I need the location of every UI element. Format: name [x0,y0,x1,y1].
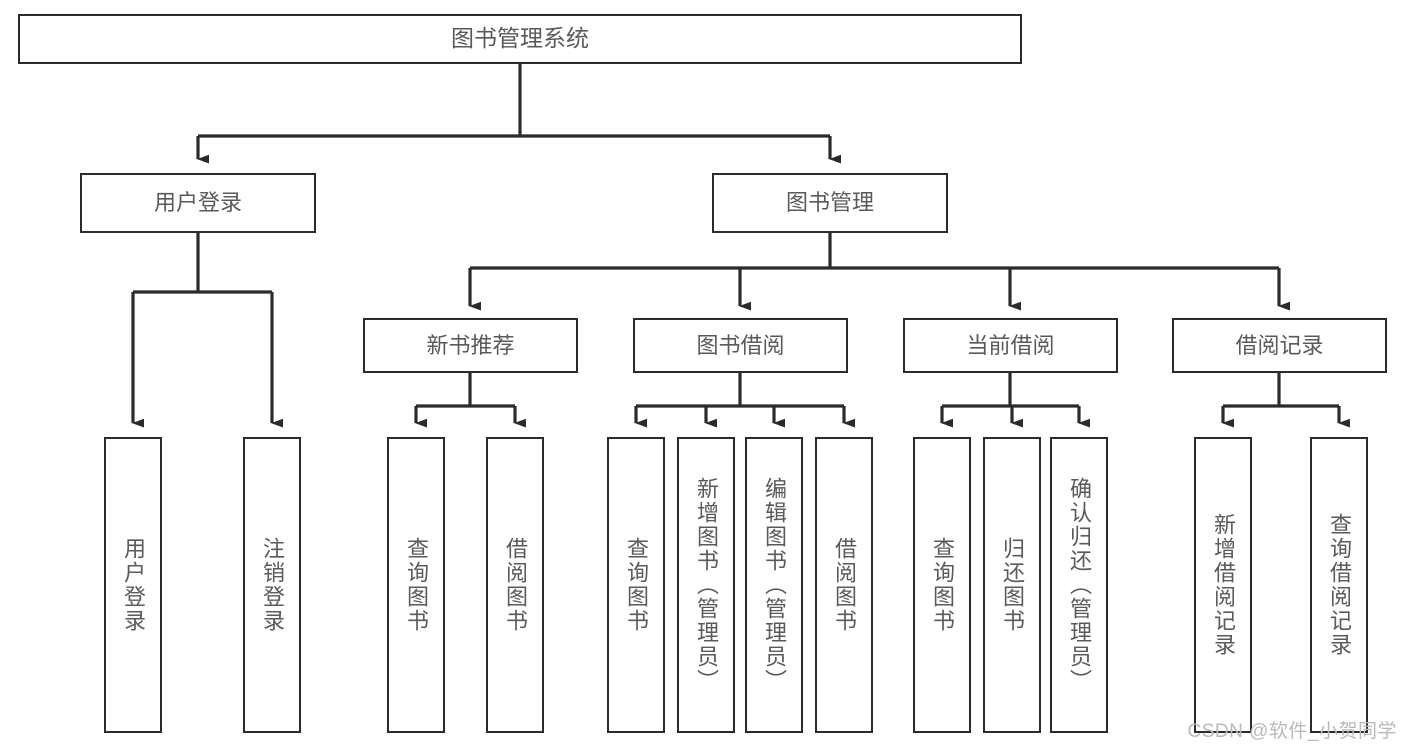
node-borrow-record[interactable]: 借阅记录 [1172,318,1387,373]
node-label: 注销登录 [259,537,285,633]
leaf-edit-book-admin[interactable]: 编辑图书（管理员） [745,437,803,733]
leaf-user-login[interactable]: 用户登录 [104,437,162,733]
leaf-add-book-admin[interactable]: 新增图书（管理员） [677,437,735,733]
node-label: 查询图书 [403,537,429,633]
leaf-add-borrow-record[interactable]: 新增借阅记录 [1194,437,1252,733]
leaf-logout[interactable]: 注销登录 [243,437,301,733]
node-label: 借阅图书 [831,537,857,633]
node-label: 新增图书（管理员） [693,477,719,693]
node-label: 借阅图书 [502,537,528,633]
leaf-query-book-recommend[interactable]: 查询图书 [387,437,445,733]
node-label: 编辑图书（管理员） [761,477,787,693]
node-label: 图书管理系统 [451,25,589,52]
leaf-confirm-return-admin[interactable]: 确认归还（管理员） [1050,437,1108,733]
leaf-query-borrow-record[interactable]: 查询借阅记录 [1310,437,1368,733]
node-new-book-recommend[interactable]: 新书推荐 [363,318,578,373]
node-label: 图书借阅 [696,332,785,358]
node-label: 图书管理 [785,190,874,216]
leaf-borrow-book-recommend[interactable]: 借阅图书 [486,437,544,733]
node-label: 归还图书 [999,537,1025,633]
node-current-borrow[interactable]: 当前借阅 [903,318,1118,373]
leaf-query-book-current[interactable]: 查询图书 [913,437,971,733]
node-label: 借阅记录 [1235,332,1324,358]
leaf-borrow-book[interactable]: 借阅图书 [815,437,873,733]
leaf-query-book-borrow[interactable]: 查询图书 [607,437,665,733]
node-label: 当前借阅 [966,332,1055,358]
node-root-book-management-system[interactable]: 图书管理系统 [18,14,1022,64]
csdn-watermark: CSDN @软件_小贺同学 [1187,721,1397,742]
node-label: 确认归还（管理员） [1066,477,1092,693]
node-label: 查询图书 [929,537,955,633]
node-label: 新书推荐 [426,332,515,358]
node-label: 查询借阅记录 [1326,513,1352,657]
node-book-management[interactable]: 图书管理 [712,173,948,233]
leaf-return-book[interactable]: 归还图书 [983,437,1041,733]
node-label: 新增借阅记录 [1210,513,1236,657]
node-label: 用户登录 [120,537,146,633]
node-label: 用户登录 [153,190,242,216]
node-book-borrow[interactable]: 图书借阅 [633,318,848,373]
node-user-login[interactable]: 用户登录 [80,173,316,233]
node-label: 查询图书 [623,537,649,633]
